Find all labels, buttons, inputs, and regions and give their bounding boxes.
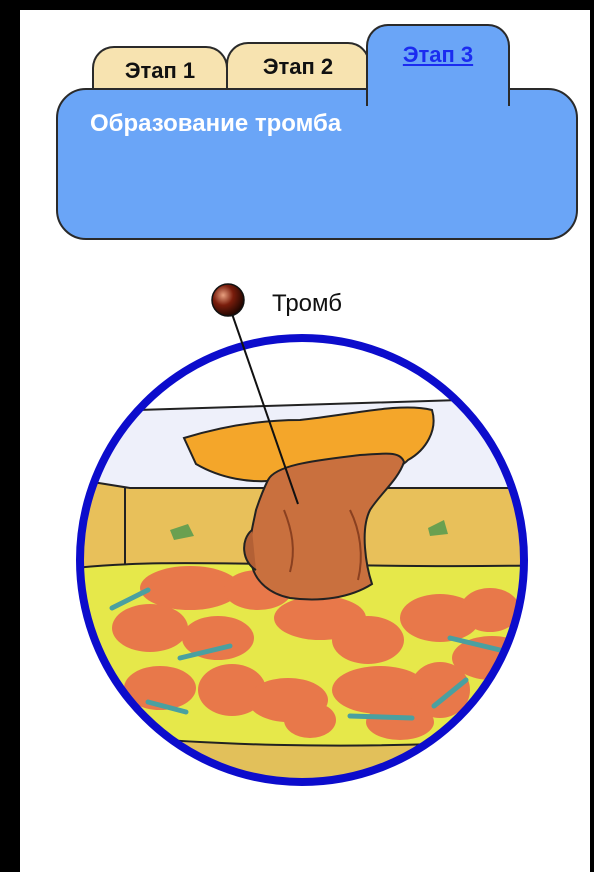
content-panel: Этап 1 Этап 2 Этап 3 Образование тромба [20,10,590,872]
stage-title: Образование тромба [90,110,341,138]
active-tab-connector [368,80,508,94]
thrombus-label: Тромб [272,290,342,318]
pin-marker[interactable] [212,284,244,316]
stage-description-box: Образование тромба [56,88,578,240]
vessel-cross-section [60,310,560,810]
